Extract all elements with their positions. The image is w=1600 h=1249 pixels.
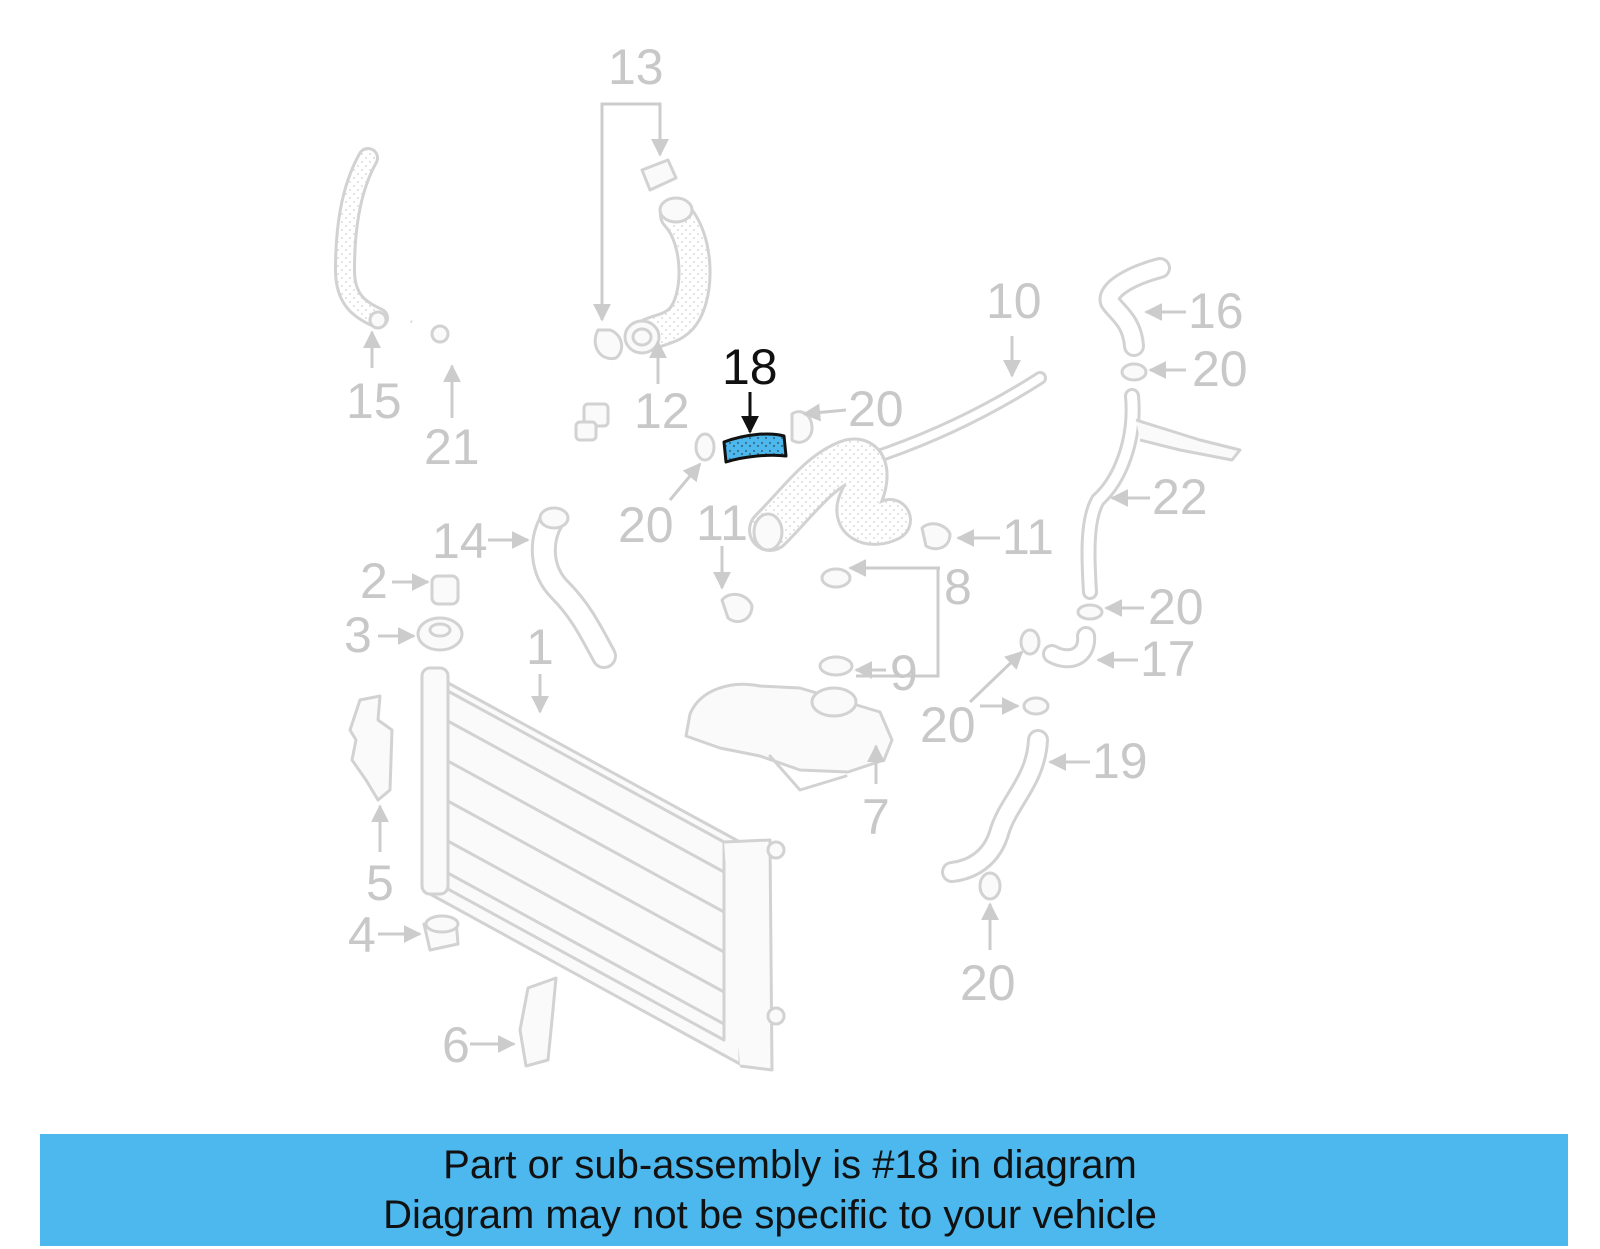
part-5-bracket <box>348 694 394 802</box>
callout-2: 2 <box>360 553 388 609</box>
part-2-cap <box>430 574 460 606</box>
part-16-hose <box>1098 257 1171 357</box>
part-11-clamp-right <box>920 522 952 551</box>
callout-5: 5 <box>366 855 394 911</box>
callout-21: 21 <box>424 419 480 475</box>
part-20-clamp-left <box>694 432 716 462</box>
callout-11-b: 11 <box>1002 509 1054 565</box>
callout-6: 6 <box>442 1017 470 1073</box>
banner-line-1: Part or sub-assembly is #18 in diagram <box>443 1143 1137 1187</box>
part-11-clamp-left <box>720 592 754 623</box>
callout-20-c: 20 <box>1192 341 1248 397</box>
part-17-hose <box>1042 626 1097 669</box>
callout-9: 9 <box>890 645 918 701</box>
part-1-radiator <box>420 666 786 1072</box>
part-20-clamp-16 <box>1120 362 1148 382</box>
part-9-grommet <box>818 655 854 677</box>
callout-12: 12 <box>634 383 690 439</box>
callout-10: 10 <box>986 273 1042 329</box>
part-3-cap <box>416 616 464 652</box>
banner-line-2: Diagram may not be specific to your vehi… <box>383 1193 1157 1237</box>
callout-1: 1 <box>526 619 554 675</box>
part-20-clamp-mid <box>1022 696 1050 716</box>
callout-labels: 13 15 21 12 18 20 20 10 11 11 8 9 7 14 2… <box>344 39 1248 1073</box>
part-14-hose <box>530 506 617 669</box>
info-banner: Part or sub-assembly is #18 in diagram D… <box>40 1134 1568 1246</box>
callout-20-d: 20 <box>1148 579 1204 635</box>
callout-4: 4 <box>348 907 376 963</box>
part-6-bracket <box>518 976 558 1068</box>
callout-11-a: 11 <box>696 495 748 551</box>
part-10-hose <box>748 371 1047 552</box>
part-20-clamp-17 <box>1019 628 1041 656</box>
callout-15: 15 <box>346 373 402 429</box>
callout-22: 22 <box>1152 469 1208 525</box>
callout-20-b: 20 <box>618 497 674 553</box>
callout-3: 3 <box>344 607 372 663</box>
callout-13: 13 <box>608 39 664 95</box>
part-8-grommet <box>820 567 852 589</box>
part-15-hose <box>333 147 389 330</box>
callout-7: 7 <box>862 789 890 845</box>
callout-8: 8 <box>944 559 972 615</box>
part-22-pipe <box>1080 388 1242 600</box>
part-20-clamp-22 <box>1076 603 1104 621</box>
callout-20-a: 20 <box>848 381 904 437</box>
callout-19: 19 <box>1092 733 1148 789</box>
part-7-reservoir <box>684 682 894 792</box>
part-12-13-hose <box>593 158 712 361</box>
part-20-clamp-19 <box>978 871 1002 901</box>
callout-14: 14 <box>432 513 488 569</box>
callout-18: 18 <box>722 339 778 395</box>
part-4-mount <box>422 914 460 952</box>
callout-20-f: 20 <box>960 955 1016 1011</box>
leader-lines <box>363 102 1186 1053</box>
callout-20-e: 20 <box>920 697 976 753</box>
callout-16: 16 <box>1188 283 1244 339</box>
part-21-pipe <box>410 318 610 442</box>
callout-17: 17 <box>1140 631 1196 687</box>
part-19-hose <box>941 729 1049 883</box>
part-18-hose-highlighted <box>722 432 788 464</box>
